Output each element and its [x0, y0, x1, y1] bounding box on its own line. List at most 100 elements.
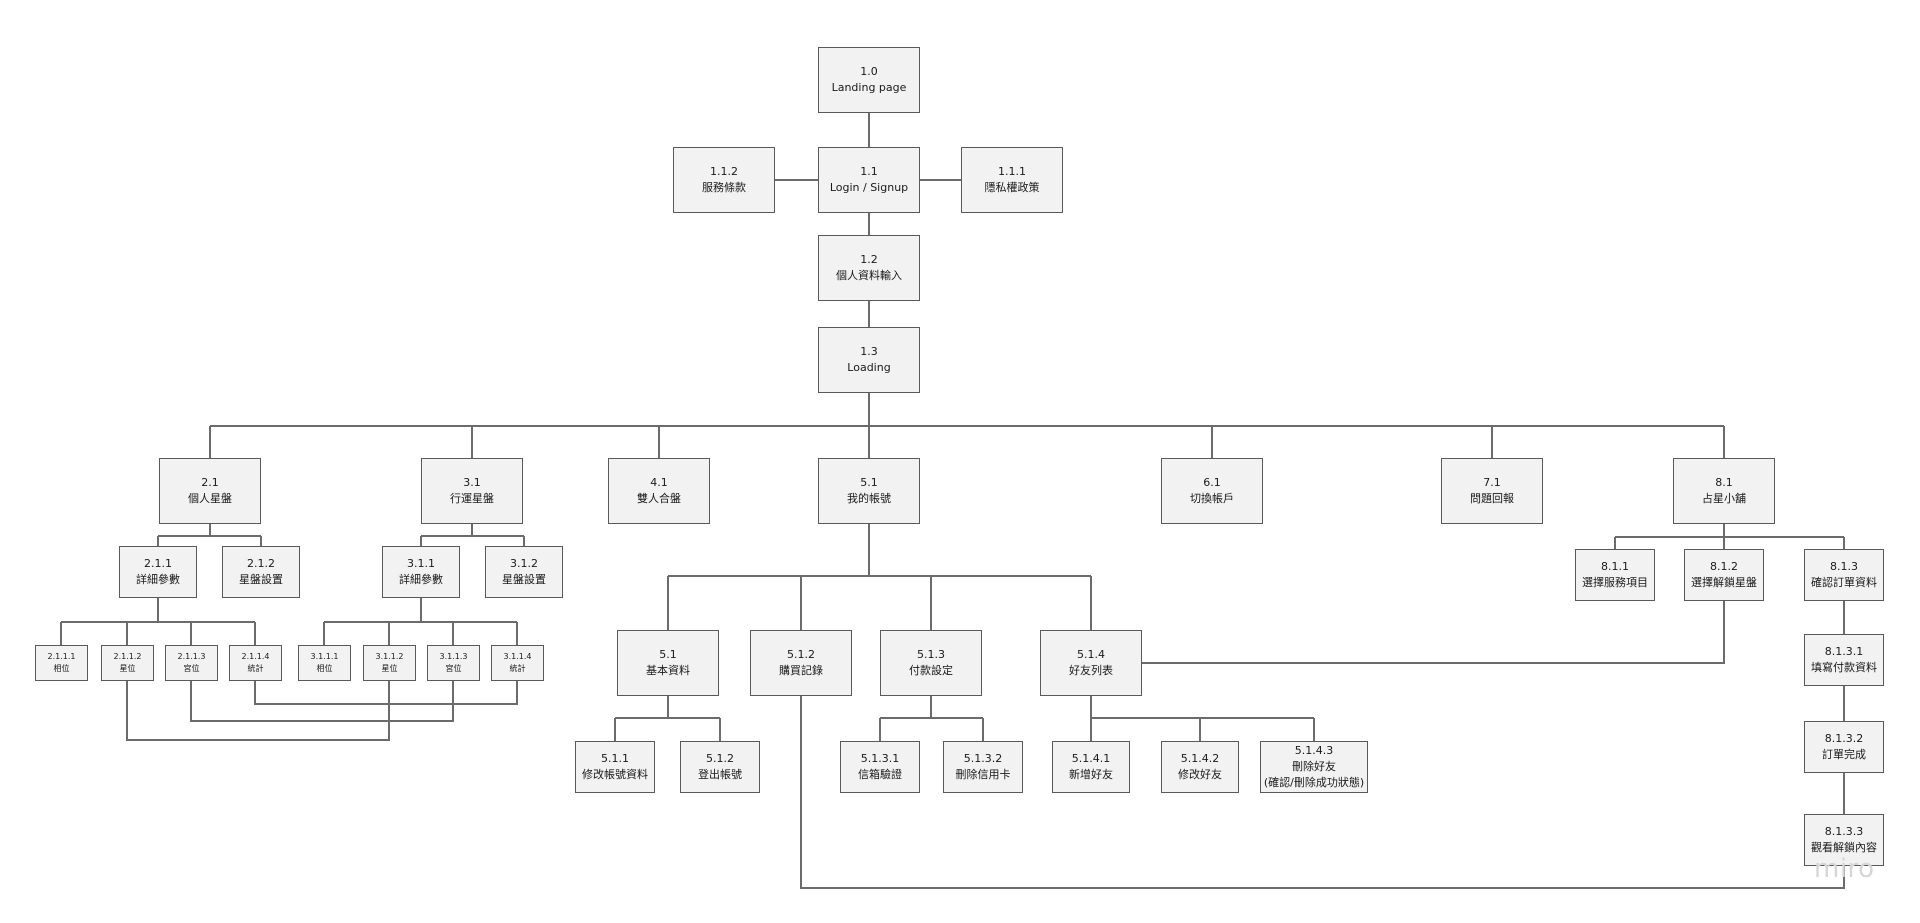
node-number: 5.1.3.1 [860, 752, 900, 766]
node-label: 個人星盤 [188, 492, 232, 505]
node-label: 宮位 [183, 664, 200, 673]
node-number: 2.1.2 [247, 557, 275, 571]
node-number: 4.1 [650, 476, 668, 490]
node-number: 2.1.1 [144, 557, 172, 571]
node-number: 5.1.1 [601, 752, 629, 766]
node-number: 2.1 [201, 476, 219, 490]
node-number: 5.1.2 [706, 752, 734, 766]
node-number: 8.1.3 [1830, 560, 1858, 574]
node-2-1[interactable]: 2.1 個人星盤 [159, 458, 261, 524]
node-5-1-2[interactable]: 5.1.2 登出帳號 [680, 741, 760, 793]
node-number: 8.1.3.3 [1824, 825, 1864, 839]
node-label: 刪除信用卡 [955, 768, 1011, 781]
node-label: 訂單完成 [1822, 748, 1866, 761]
node-label: 新增好友 [1069, 768, 1113, 781]
node-label: 隱私權政策 [984, 181, 1040, 194]
node-2-1-1-1[interactable]: 2.1.1.1 相位 [35, 645, 88, 681]
node-number: 8.1 [1715, 476, 1733, 490]
node-label: 付款設定 [909, 664, 953, 677]
node-3-1-1-2[interactable]: 3.1.1.2 星位 [363, 645, 416, 681]
connector-56 [1142, 601, 1725, 664]
node-label: 確認訂單資料 [1811, 576, 1877, 589]
node-number: 3.1.1.2 [375, 652, 404, 661]
miro-watermark: miro [1814, 854, 1875, 884]
node-8-1-3[interactable]: 8.1.3 確認訂單資料 [1804, 549, 1884, 601]
node-label: 填寫付款資料 [1811, 661, 1877, 674]
node-number: 5.1 [659, 648, 677, 662]
node-number: 7.1 [1483, 476, 1501, 490]
node-8-1-3-3[interactable]: 8.1.3.3 觀看解鎖內容 [1804, 814, 1884, 866]
node-number: 5.1.4 [1077, 648, 1105, 662]
node-label: 登出帳號 [698, 768, 742, 781]
node-label: 相位 [53, 664, 70, 673]
node-label: 個人資料輸入 [836, 269, 902, 282]
node-label: 統計 [247, 664, 264, 673]
node-number: 5.1.4.1 [1071, 752, 1111, 766]
node-label: 統計 [509, 664, 526, 673]
node-2-1-1-3[interactable]: 2.1.1.3 宮位 [165, 645, 218, 681]
node-label: 好友列表 [1069, 664, 1113, 677]
node-label: 星盤設置 [502, 573, 546, 586]
node-label: 觀看解鎖內容 [1811, 841, 1877, 854]
node-number: 1.3 [860, 345, 878, 359]
connector-34 [254, 681, 518, 705]
node-5-1-4-1[interactable]: 5.1.4.1 新增好友 [1052, 741, 1130, 793]
node-number: 3.1.1 [407, 557, 435, 571]
node-number: 5.1.4.2 [1180, 752, 1220, 766]
node-5-1-4[interactable]: 5.1.4 好友列表 [1040, 630, 1142, 696]
node-label: Landing page [831, 81, 907, 94]
node-number: 2.1.1.1 [47, 652, 76, 661]
node-3-1-1-4[interactable]: 3.1.1.4 統計 [491, 645, 544, 681]
node-8-1-3-2[interactable]: 8.1.3.2 訂單完成 [1804, 721, 1884, 773]
node-7-1[interactable]: 7.1 問題回報 [1441, 458, 1543, 524]
node-3-1-1[interactable]: 3.1.1 詳細參數 [382, 546, 460, 598]
connector-65 [800, 696, 1845, 889]
node-label: 服務條款 [702, 181, 746, 194]
node-label: 問題回報 [1470, 492, 1514, 505]
node-number: 3.1.1.3 [439, 652, 468, 661]
node-number: 8.1.3.2 [1824, 732, 1864, 746]
node-number: 3.1.1.4 [503, 652, 532, 661]
node-label: 星位 [381, 664, 398, 673]
node-number: 2.1.1.3 [177, 652, 206, 661]
node-label: 星位 [119, 664, 136, 673]
node-label: 切換帳戶 [1190, 492, 1234, 505]
node-label: 刪除好友 [1292, 760, 1336, 774]
node-label: 詳細參數 [399, 573, 443, 586]
node-number: 3.1 [463, 476, 481, 490]
node-label: 選擇解鎖星盤 [1691, 576, 1757, 589]
connector-36 [126, 681, 390, 741]
node-label: 我的帳號 [847, 492, 891, 505]
node-number: 5.1.2 [787, 648, 815, 662]
